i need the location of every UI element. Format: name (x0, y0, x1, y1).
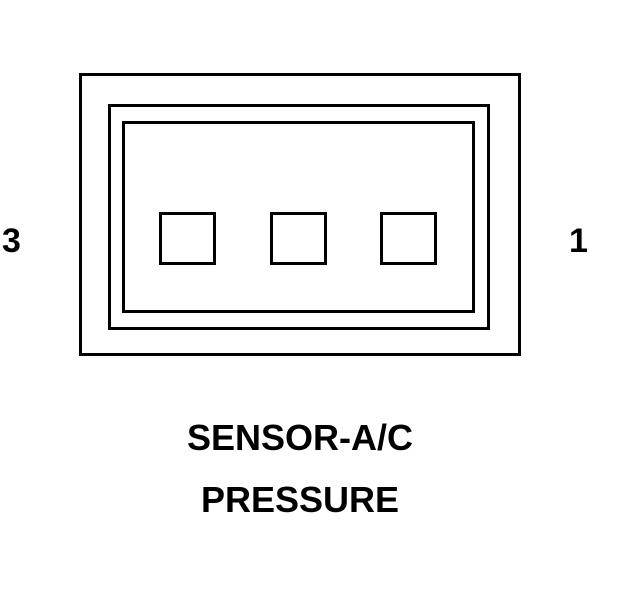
component-name-line1: SENSOR-A/C (186, 417, 414, 458)
pin-number-right: 1 (569, 222, 588, 260)
connector-face (108, 104, 490, 330)
pin-terminal-1 (380, 212, 437, 265)
component-name-line2: PRESSURE (200, 479, 400, 520)
connector-cavity (122, 121, 475, 313)
pin-number-left: 3 (2, 222, 21, 260)
connector-housing (79, 73, 521, 356)
pin-terminal-2 (270, 212, 327, 265)
pin-terminal-3 (159, 212, 216, 265)
